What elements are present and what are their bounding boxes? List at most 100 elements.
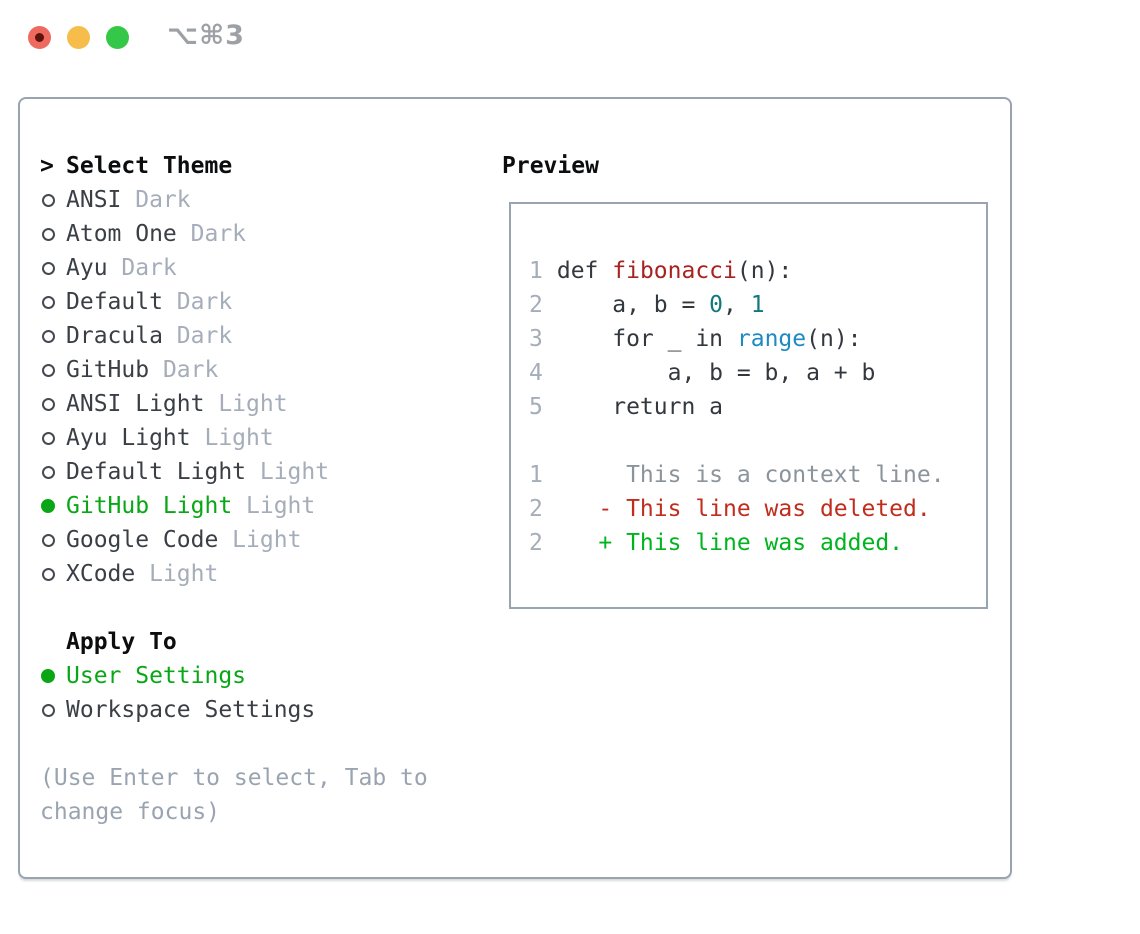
hint-line-1: (Use Enter to select, Tab to xyxy=(40,765,428,791)
code-segment-plain: (n): xyxy=(806,326,862,352)
code-line: 4 a, b = b, a + b xyxy=(529,356,986,390)
theme-variant-badge: Dark xyxy=(107,255,177,281)
theme-option-label: ANSI Light xyxy=(66,391,205,417)
cursor-arrow-icon: > xyxy=(40,153,54,179)
radio-circle xyxy=(42,261,55,275)
theme-option-label: XCode xyxy=(66,561,136,587)
radio-circle xyxy=(42,397,55,411)
theme-option-xcode[interactable]: XCode Light xyxy=(40,557,490,591)
radio-circle xyxy=(42,703,55,717)
radio-circle xyxy=(42,295,55,309)
code-segment-number: 0 xyxy=(709,292,724,318)
theme-option-atom-one[interactable]: Atom One Dark xyxy=(40,217,490,251)
line-number: 2 xyxy=(529,530,543,556)
radio-selected-icon xyxy=(40,669,66,683)
radio-icon xyxy=(40,567,66,581)
code-segment-builtin: range xyxy=(736,326,807,352)
code-segment-plain: a, b = xyxy=(543,292,710,318)
theme-option-label: Ayu xyxy=(66,255,108,281)
radio-icon xyxy=(40,465,66,479)
code-segment-deleted: - This line was deleted. xyxy=(543,496,931,522)
theme-variant-badge: Dark xyxy=(162,323,233,349)
theme-option-label: Dracula xyxy=(66,323,163,349)
theme-option-label: Google Code xyxy=(66,527,219,553)
code-segment-context: This is a context line. xyxy=(543,462,945,488)
radio-circle xyxy=(42,227,55,241)
radio-circle xyxy=(42,533,55,547)
theme-variant-badge: Light xyxy=(135,561,219,587)
theme-option-label: Default Light xyxy=(66,459,247,485)
theme-option-github[interactable]: GitHub Dark xyxy=(40,353,490,387)
radio-icon xyxy=(40,703,66,717)
code-segment-plain: for _ in xyxy=(543,326,737,352)
theme-option-default[interactable]: Default Dark xyxy=(40,285,490,319)
select-theme-title: Select Theme xyxy=(66,153,233,179)
radio-icon xyxy=(40,261,66,275)
zoom-button[interactable] xyxy=(106,26,129,49)
theme-variant-badge: Light xyxy=(246,459,330,485)
radio-icon xyxy=(40,397,66,411)
code-segment-plain: , xyxy=(723,292,751,318)
theme-option-default-light[interactable]: Default Light Light xyxy=(40,455,490,489)
close-button[interactable] xyxy=(28,26,51,49)
code-segment-plain: def xyxy=(543,258,613,284)
code-line: 3 for _ in range(n): xyxy=(529,322,986,356)
apply-to-header: Apply To xyxy=(40,625,490,659)
theme-option-google-code[interactable]: Google Code Light xyxy=(40,523,490,557)
theme-variant-badge: Dark xyxy=(121,187,191,213)
theme-variant-badge: Light xyxy=(190,425,274,451)
theme-variant-badge: Light xyxy=(232,493,316,519)
radio-circle xyxy=(42,431,55,445)
line-number: 2 xyxy=(529,496,543,522)
code-line: 2 - This line was deleted. xyxy=(529,492,986,526)
theme-option-dracula[interactable]: Dracula Dark xyxy=(40,319,490,353)
theme-option-label: Atom One xyxy=(66,221,177,247)
apply-option-label: User Settings xyxy=(66,663,247,689)
select-theme-header: > Select Theme xyxy=(40,149,490,183)
window-controls xyxy=(28,26,129,49)
keyboard-hint: (Use Enter to select, Tab to change focu… xyxy=(40,761,490,829)
line-number: 3 xyxy=(529,326,543,352)
theme-option-ansi-light[interactable]: ANSI Light Light xyxy=(40,387,490,421)
code-segment-plain: a, b = b, a + b xyxy=(543,360,876,386)
code-line xyxy=(529,424,986,458)
apply-option-workspace-settings[interactable]: Workspace Settings xyxy=(40,693,490,727)
radio-circle xyxy=(42,329,55,343)
radio-circle xyxy=(42,465,55,479)
theme-option-ayu[interactable]: Ayu Dark xyxy=(40,251,490,285)
code-line: 1 def fibonacci(n): xyxy=(529,254,986,288)
theme-option-label: GitHub xyxy=(66,357,150,383)
minimize-button[interactable] xyxy=(67,26,90,49)
theme-variant-badge: Dark xyxy=(176,221,247,247)
theme-option-label: Default xyxy=(66,289,163,315)
radio-icon xyxy=(40,431,66,445)
code-line: 1 This is a context line. xyxy=(529,458,986,492)
radio-circle xyxy=(41,499,55,513)
theme-variant-badge: Light xyxy=(204,391,288,417)
radio-circle xyxy=(42,193,55,207)
radio-circle xyxy=(42,567,55,581)
theme-option-ansi[interactable]: ANSI Dark xyxy=(40,183,490,217)
code-line: 2 + This line was added. xyxy=(529,526,986,560)
theme-option-label: GitHub Light xyxy=(66,493,233,519)
theme-variant-badge: Light xyxy=(218,527,302,553)
theme-option-github-light[interactable]: GitHub Light Light xyxy=(40,489,490,523)
code-line: 2 a, b = 0, 1 xyxy=(529,288,986,322)
theme-option-label: Ayu Light xyxy=(66,425,191,451)
radio-icon xyxy=(40,363,66,377)
theme-option-ayu-light[interactable]: Ayu Light Light xyxy=(40,421,490,455)
code-segment-function: fibonacci xyxy=(612,258,737,284)
radio-icon xyxy=(40,227,66,241)
code-segment-plain: return a xyxy=(543,394,724,420)
code-segment-plain: (n): xyxy=(736,258,793,284)
line-number: 5 xyxy=(529,394,543,420)
preview-section: Preview 1 def fibonacci(n):2 a, b = 0, 1… xyxy=(502,149,988,609)
code-segment-number: 1 xyxy=(750,292,765,318)
apply-option-user-settings[interactable]: User Settings xyxy=(40,659,490,693)
apply-option-label: Workspace Settings xyxy=(66,697,316,723)
